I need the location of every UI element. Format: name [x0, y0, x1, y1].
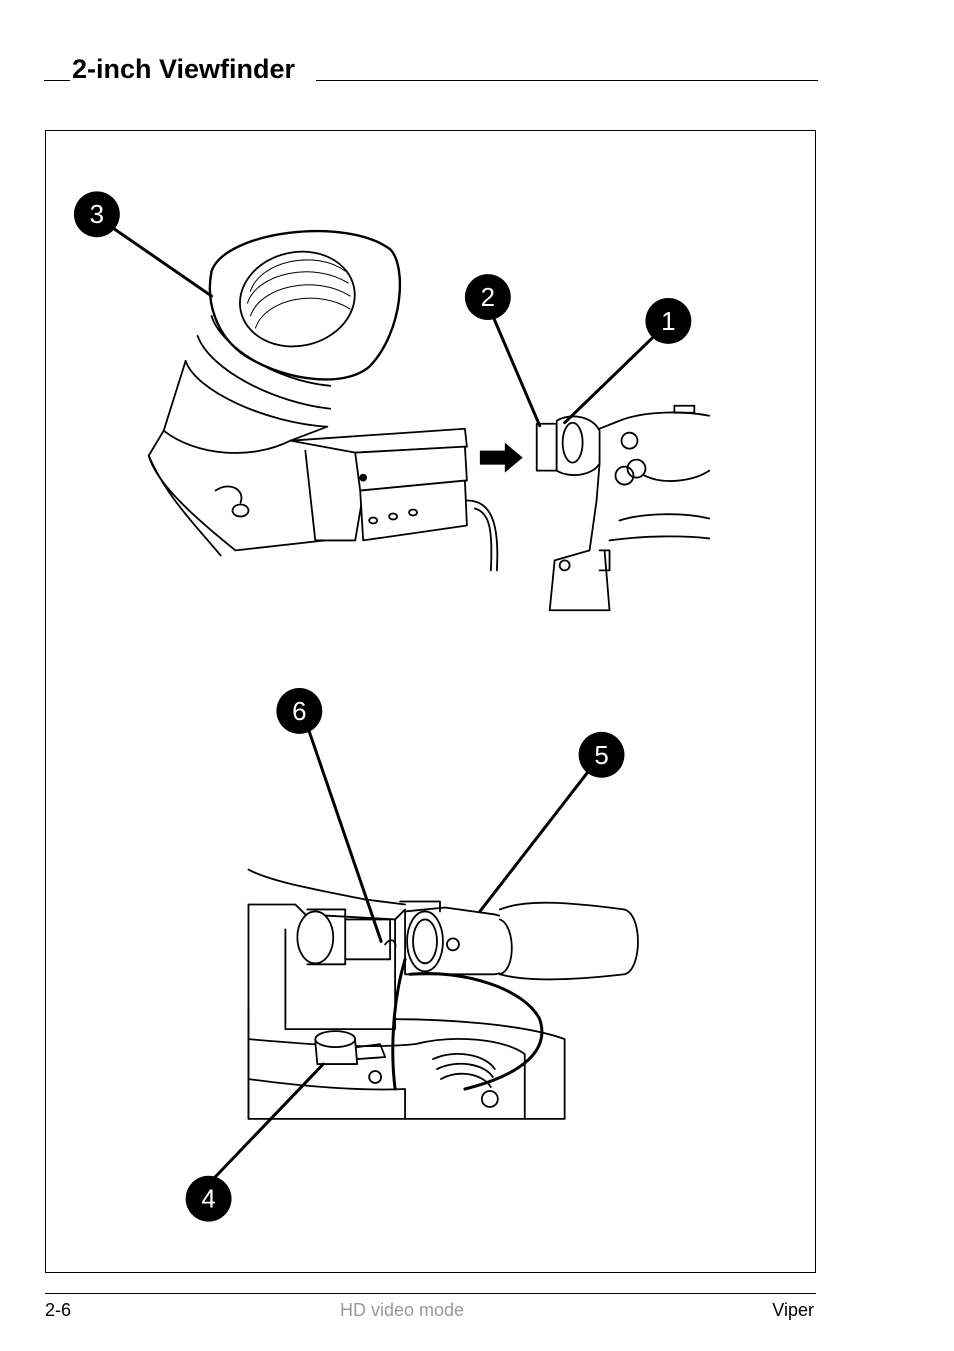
callout-3-label: 3	[90, 201, 104, 229]
footer-rule	[45, 1293, 816, 1294]
callout-6: 6	[276, 688, 322, 734]
callout-2-label: 2	[481, 284, 495, 312]
viewfinder-drawing	[149, 231, 498, 570]
page-title: 2-inch Viewfinder	[72, 52, 295, 86]
footer-section: HD video mode	[340, 1298, 464, 1322]
page-heading: 2-inch Viewfinder	[44, 52, 818, 84]
callout-5: 5	[579, 732, 625, 778]
right-arrow-icon	[480, 443, 523, 473]
callout-1-label: 1	[661, 308, 675, 336]
viewfinder-illustration: 1 2 3 4 5 6	[46, 131, 815, 1272]
camera-mount-drawing	[537, 406, 710, 610]
callout-4-label: 4	[201, 1186, 215, 1214]
callout-2: 2	[465, 274, 511, 320]
callout-4: 4	[186, 1176, 232, 1222]
callout-leaders	[112, 227, 655, 1182]
callout-5-label: 5	[594, 742, 608, 770]
footer-product: Viper	[772, 1298, 814, 1322]
heading-rule-left	[44, 80, 70, 81]
callout-1: 1	[645, 298, 691, 344]
heading-rule-right	[316, 80, 818, 81]
figure-frame: 1 2 3 4 5 6	[45, 130, 816, 1273]
callout-3: 3	[74, 191, 120, 237]
callout-6-label: 6	[292, 698, 306, 726]
footer-page-number: 2-6	[45, 1298, 71, 1322]
